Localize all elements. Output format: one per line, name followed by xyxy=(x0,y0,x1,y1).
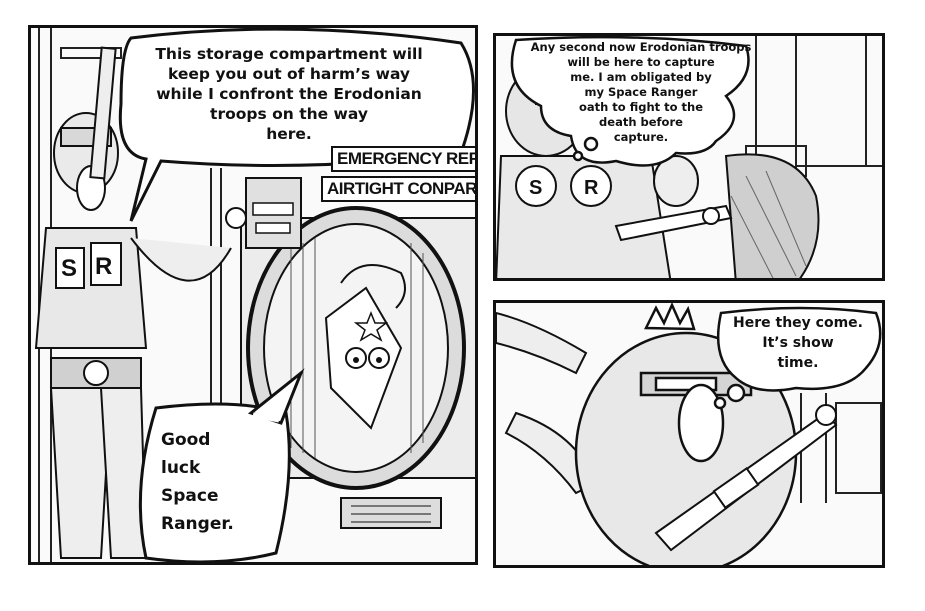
chest-letter-s: S xyxy=(529,177,542,199)
airtight-compartment-sign: AIRTIGHT CONPARTM xyxy=(321,176,475,202)
wall-robot-panel xyxy=(245,177,302,249)
speech-bubble-bottom xyxy=(138,368,305,562)
speech-bubble-top-text: This storage compartment will keep you o… xyxy=(155,45,423,143)
panel-1-artwork: S R xyxy=(34,28,475,562)
emergency-refuge-sign: EMERGENCY REFUGE xyxy=(331,146,475,172)
comic-panel-3: Here they come. It’s show time. xyxy=(493,300,885,568)
thought-cloud-text: Any second now Erodonian troops will be … xyxy=(530,40,752,144)
thought-cloud xyxy=(713,306,882,410)
thought-cloud xyxy=(510,36,750,167)
space-ranger-figure xyxy=(34,46,247,559)
blaster xyxy=(654,404,838,552)
chest-letter-r: R xyxy=(95,253,112,280)
panel-3-artwork xyxy=(496,303,882,565)
speech-bubble-bottom-text: Good luck Space Ranger. xyxy=(161,430,234,534)
comic-panel-2: S R Any second now Erodonian troops will… xyxy=(493,33,885,281)
compartment-door xyxy=(240,206,475,529)
comic-panel-1: S R This storage compartment will keep y… xyxy=(28,25,478,565)
panel-2-artwork: S R xyxy=(496,36,882,278)
chest-letter-s: S xyxy=(61,255,77,282)
chest-letter-r: R xyxy=(584,177,599,199)
thought-cloud-text: Here they come. It’s show time. xyxy=(733,315,863,371)
